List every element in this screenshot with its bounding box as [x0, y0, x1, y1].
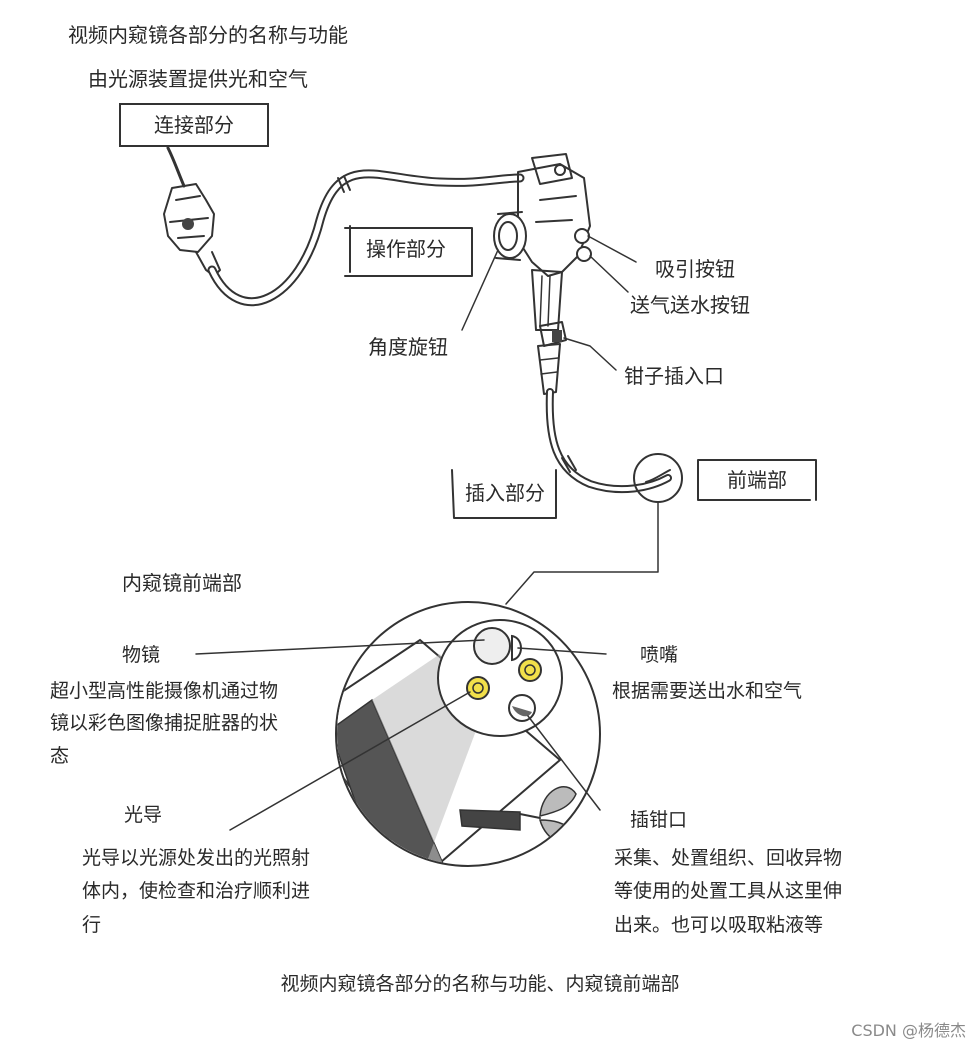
forceps-desc-line1: 采集、处置组织、回收异物	[614, 847, 842, 869]
zoom-leader	[505, 501, 659, 605]
light-guide-desc-line3: 行	[82, 914, 101, 936]
suction-button-label: 吸引按钮	[655, 257, 735, 281]
figure-caption: 视频内窥镜各部分的名称与功能、内窥镜前端部	[280, 973, 679, 995]
angle-knob-label: 角度旋钮	[368, 335, 448, 359]
light-guide-left	[466, 676, 490, 700]
light-guide-desc-line2: 体内，使检查和治疗顺利进	[82, 880, 310, 902]
forceps-desc-line3: 出来。也可以吸取粘液等	[614, 914, 823, 936]
forceps-desc-line2: 等使用的处置工具从这里伸	[614, 880, 842, 902]
diagram-title: 视频内窥镜各部分的名称与功能	[68, 23, 348, 47]
operation-label-box: 操作部分	[344, 225, 473, 277]
forceps-channel-label: 插钳口	[630, 809, 687, 831]
light-guide-right	[518, 658, 542, 682]
light-guide-label: 光导	[124, 804, 162, 826]
objective-desc-line2: 镜以彩色图像捕捉脏器的状	[50, 712, 278, 734]
forceps-tool	[459, 809, 521, 831]
objective-desc-line3: 态	[50, 745, 69, 767]
tip-leader-lines	[195, 639, 607, 831]
control-head	[493, 153, 592, 395]
insertion-label: 插入部分	[465, 481, 545, 505]
distal-end-marker	[633, 453, 683, 503]
forceps-channel-element	[508, 694, 536, 722]
distal-tip-magnified	[335, 601, 601, 867]
upper-leader-lines	[461, 235, 637, 371]
watermark: CSDN @杨德杰	[851, 1021, 966, 1040]
objective-lens-label: 物镜	[122, 644, 160, 666]
operation-label: 操作部分	[366, 237, 446, 261]
endoscope-illustration	[163, 146, 683, 503]
distal-end-label-box: 前端部	[697, 459, 817, 501]
connection-label-box: 连接部分	[119, 103, 269, 147]
distal-end-label: 前端部	[727, 468, 787, 492]
insertion-label-box: 插入部分	[451, 469, 557, 519]
nozzle-label: 喷嘴	[640, 644, 678, 666]
light-guide-desc-line1: 光导以光源处发出的光照射	[82, 847, 310, 869]
tip-section-title: 内窥镜前端部	[122, 571, 242, 595]
connector-plug	[163, 183, 221, 277]
connection-label: 连接部分	[154, 113, 234, 137]
objective-lens-element	[473, 627, 511, 665]
nozzle-element	[511, 634, 522, 662]
light-source-note: 由光源装置提供光和空气	[88, 67, 308, 91]
nozzle-desc: 根据需要送出水和空气	[612, 680, 802, 702]
objective-desc-line1: 超小型高性能摄像机通过物	[50, 680, 278, 702]
forceps-inlet-label: 钳子插入口	[624, 364, 724, 388]
air-water-button-label: 送气送水按钮	[630, 293, 750, 317]
